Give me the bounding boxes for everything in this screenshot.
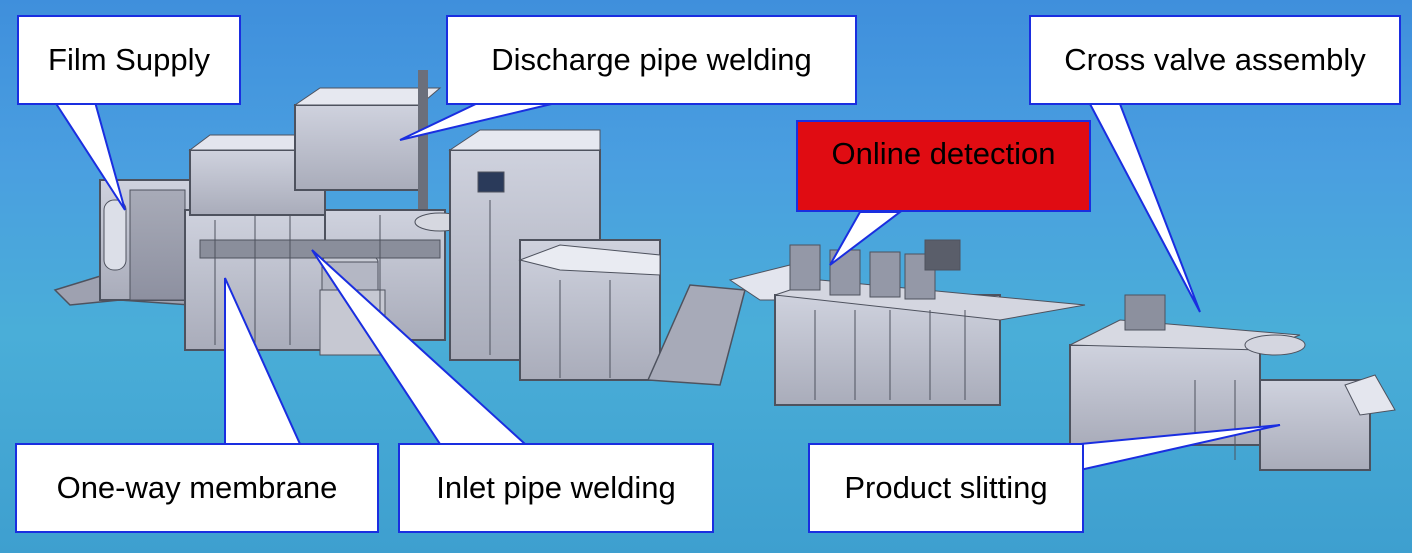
machine-section-1 (53, 70, 466, 356)
callout-one-way-membrane: One-way membrane (15, 443, 379, 533)
label-product-slitting: Product slitting (844, 470, 1048, 505)
callout-cross-valve-assembly: Cross valve assembly (1029, 15, 1401, 105)
callout-product-slitting: Product slitting (808, 443, 1084, 533)
machine-section-3 (728, 239, 1086, 406)
label-one-way-membrane: One-way membrane (56, 470, 338, 505)
pointer-online-detection (829, 211, 903, 266)
pointer-cross-valve (1088, 103, 1201, 313)
callout-online-detection: Online detection (796, 120, 1091, 212)
pointer-film-supply (53, 101, 126, 211)
label-inlet-pipe-welding: Inlet pipe welding (436, 470, 676, 505)
callout-discharge-pipe-welding: Discharge pipe welding (446, 15, 857, 105)
machine-section-2 (448, 129, 746, 386)
label-discharge-pipe-welding: Discharge pipe welding (491, 42, 812, 77)
callout-film-supply: Film Supply (17, 15, 241, 105)
callout-inlet-pipe-welding: Inlet pipe welding (398, 443, 714, 533)
label-cross-valve-assembly: Cross valve assembly (1064, 42, 1366, 77)
label-online-detection: Online detection (831, 136, 1056, 171)
label-film-supply: Film Supply (48, 42, 210, 77)
